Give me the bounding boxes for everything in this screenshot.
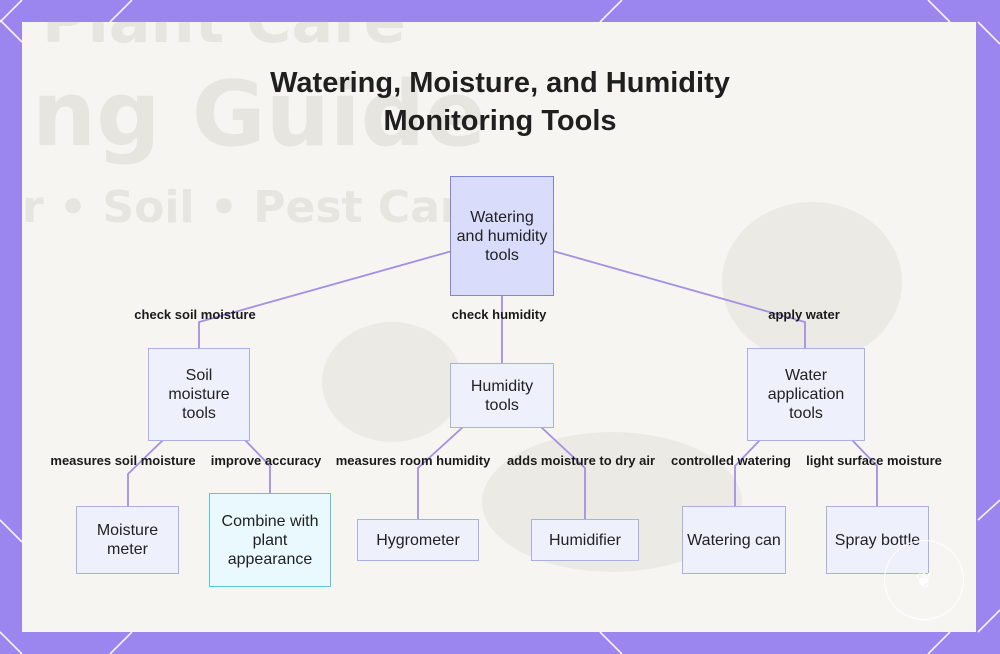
node-humidity-tools[interactable]: Humidity tools [450,363,554,428]
node-root[interactable]: Watering and humidity tools [450,176,554,296]
node-hygrometer[interactable]: Hygrometer [357,519,479,561]
edge-label-check-soil: check soil moisture [134,307,255,323]
edge-label-adds-moisture: adds moisture to dry air [507,453,655,469]
node-combine-plant-appearance[interactable]: Combine with plant appearance [209,493,331,587]
edge-measures-soil [128,440,163,507]
page-title: Watering, Moisture, and Humidity Monitor… [0,64,1000,140]
title-line-2: Monitoring Tools [0,102,1000,140]
node-humidifier[interactable]: Humidifier [531,519,639,561]
edge-label-check-humidity: check humidity [452,307,547,323]
edge-light-surface [852,440,877,507]
title-line-1: Watering, Moisture, and Humidity [0,64,1000,102]
edge-label-improve-accuracy: improve accuracy [211,453,322,469]
edge-check-soil [199,251,452,349]
edge-label-measures-room: measures room humidity [336,453,491,469]
edge-label-measures-soil: measures soil moisture [50,453,195,469]
node-water-application-tools[interactable]: Water application tools [747,348,865,441]
edge-apply-water [553,251,805,349]
node-watering-can[interactable]: Watering can [682,506,786,574]
edge-label-apply-water: apply water [768,307,840,323]
edge-measures-room [418,427,463,520]
node-moisture-meter[interactable]: Moisture meter [76,506,179,574]
node-soil-moisture-tools[interactable]: Soil moisture tools [148,348,250,441]
edge-adds-moisture [541,427,585,520]
edge-label-light-surface: light surface moisture [806,453,942,469]
edge-label-controlled: controlled watering [671,453,791,469]
edge-controlled [735,440,760,507]
leaf-seal-icon: ❦ [884,540,964,620]
